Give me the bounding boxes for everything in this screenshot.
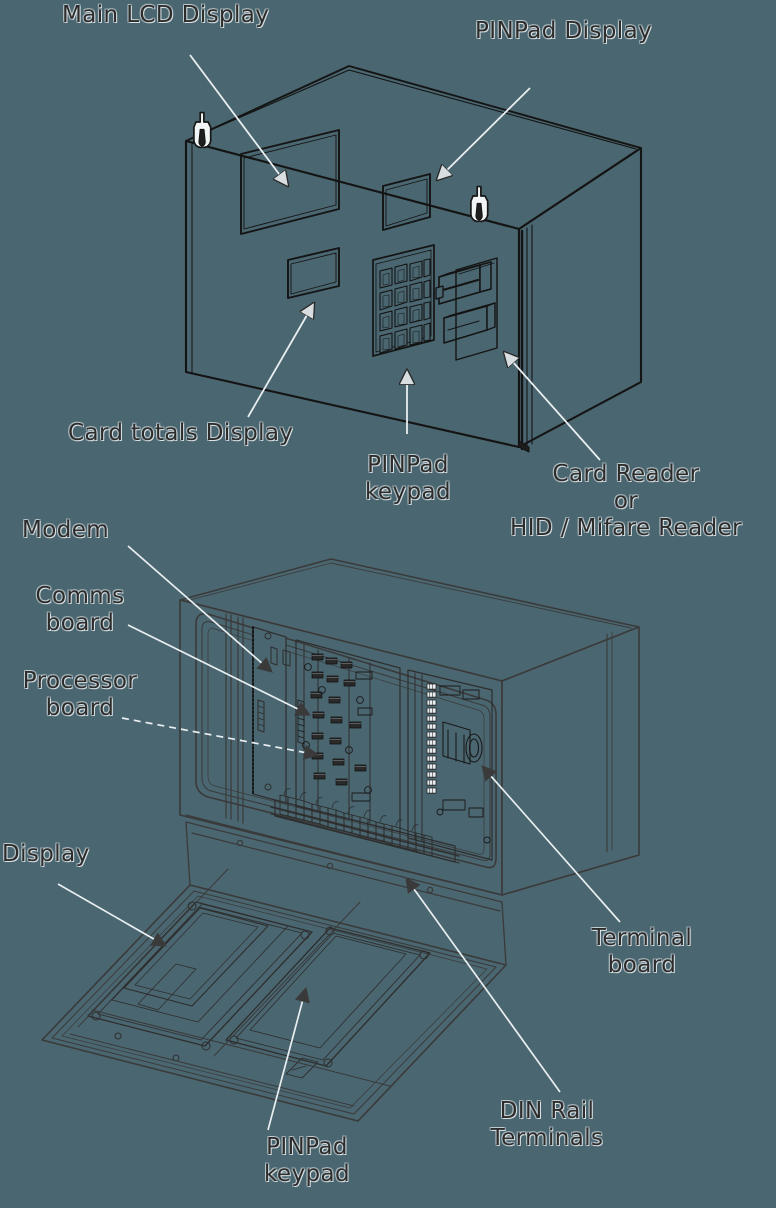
modem-board (252, 626, 291, 804)
upper-enclosure-assembly (184, 65, 643, 453)
leader-comms-board (127, 624, 312, 716)
leader-main-lcd (189, 54, 288, 186)
terminal-board (407, 669, 493, 861)
pinpad-display-cutout (382, 173, 431, 231)
card-totals-cutout (287, 247, 340, 299)
leader-display (57, 883, 168, 947)
pinpad-keypad-upper (372, 244, 435, 357)
leader-modem (127, 545, 273, 673)
lower-enclosure-assembly (41, 558, 640, 1122)
din-rail-terminals (270, 788, 460, 864)
leader-din-rail (405, 876, 561, 1093)
leader-processor-board (121, 717, 320, 760)
leader-card-totals (247, 303, 314, 418)
card-reader-unit (435, 257, 498, 361)
leader-lines-lower (57, 545, 621, 1131)
lock-upper-left (193, 111, 212, 149)
main-lcd-cutout (240, 129, 340, 235)
pinpad-keypad-lower (225, 926, 431, 1079)
leader-card-reader (504, 352, 601, 461)
leader-pinpad-display (437, 87, 531, 180)
leader-pinpad-keypad-lower (267, 986, 310, 1131)
leader-terminal-board (481, 765, 621, 923)
leader-lines-upper (189, 54, 601, 461)
